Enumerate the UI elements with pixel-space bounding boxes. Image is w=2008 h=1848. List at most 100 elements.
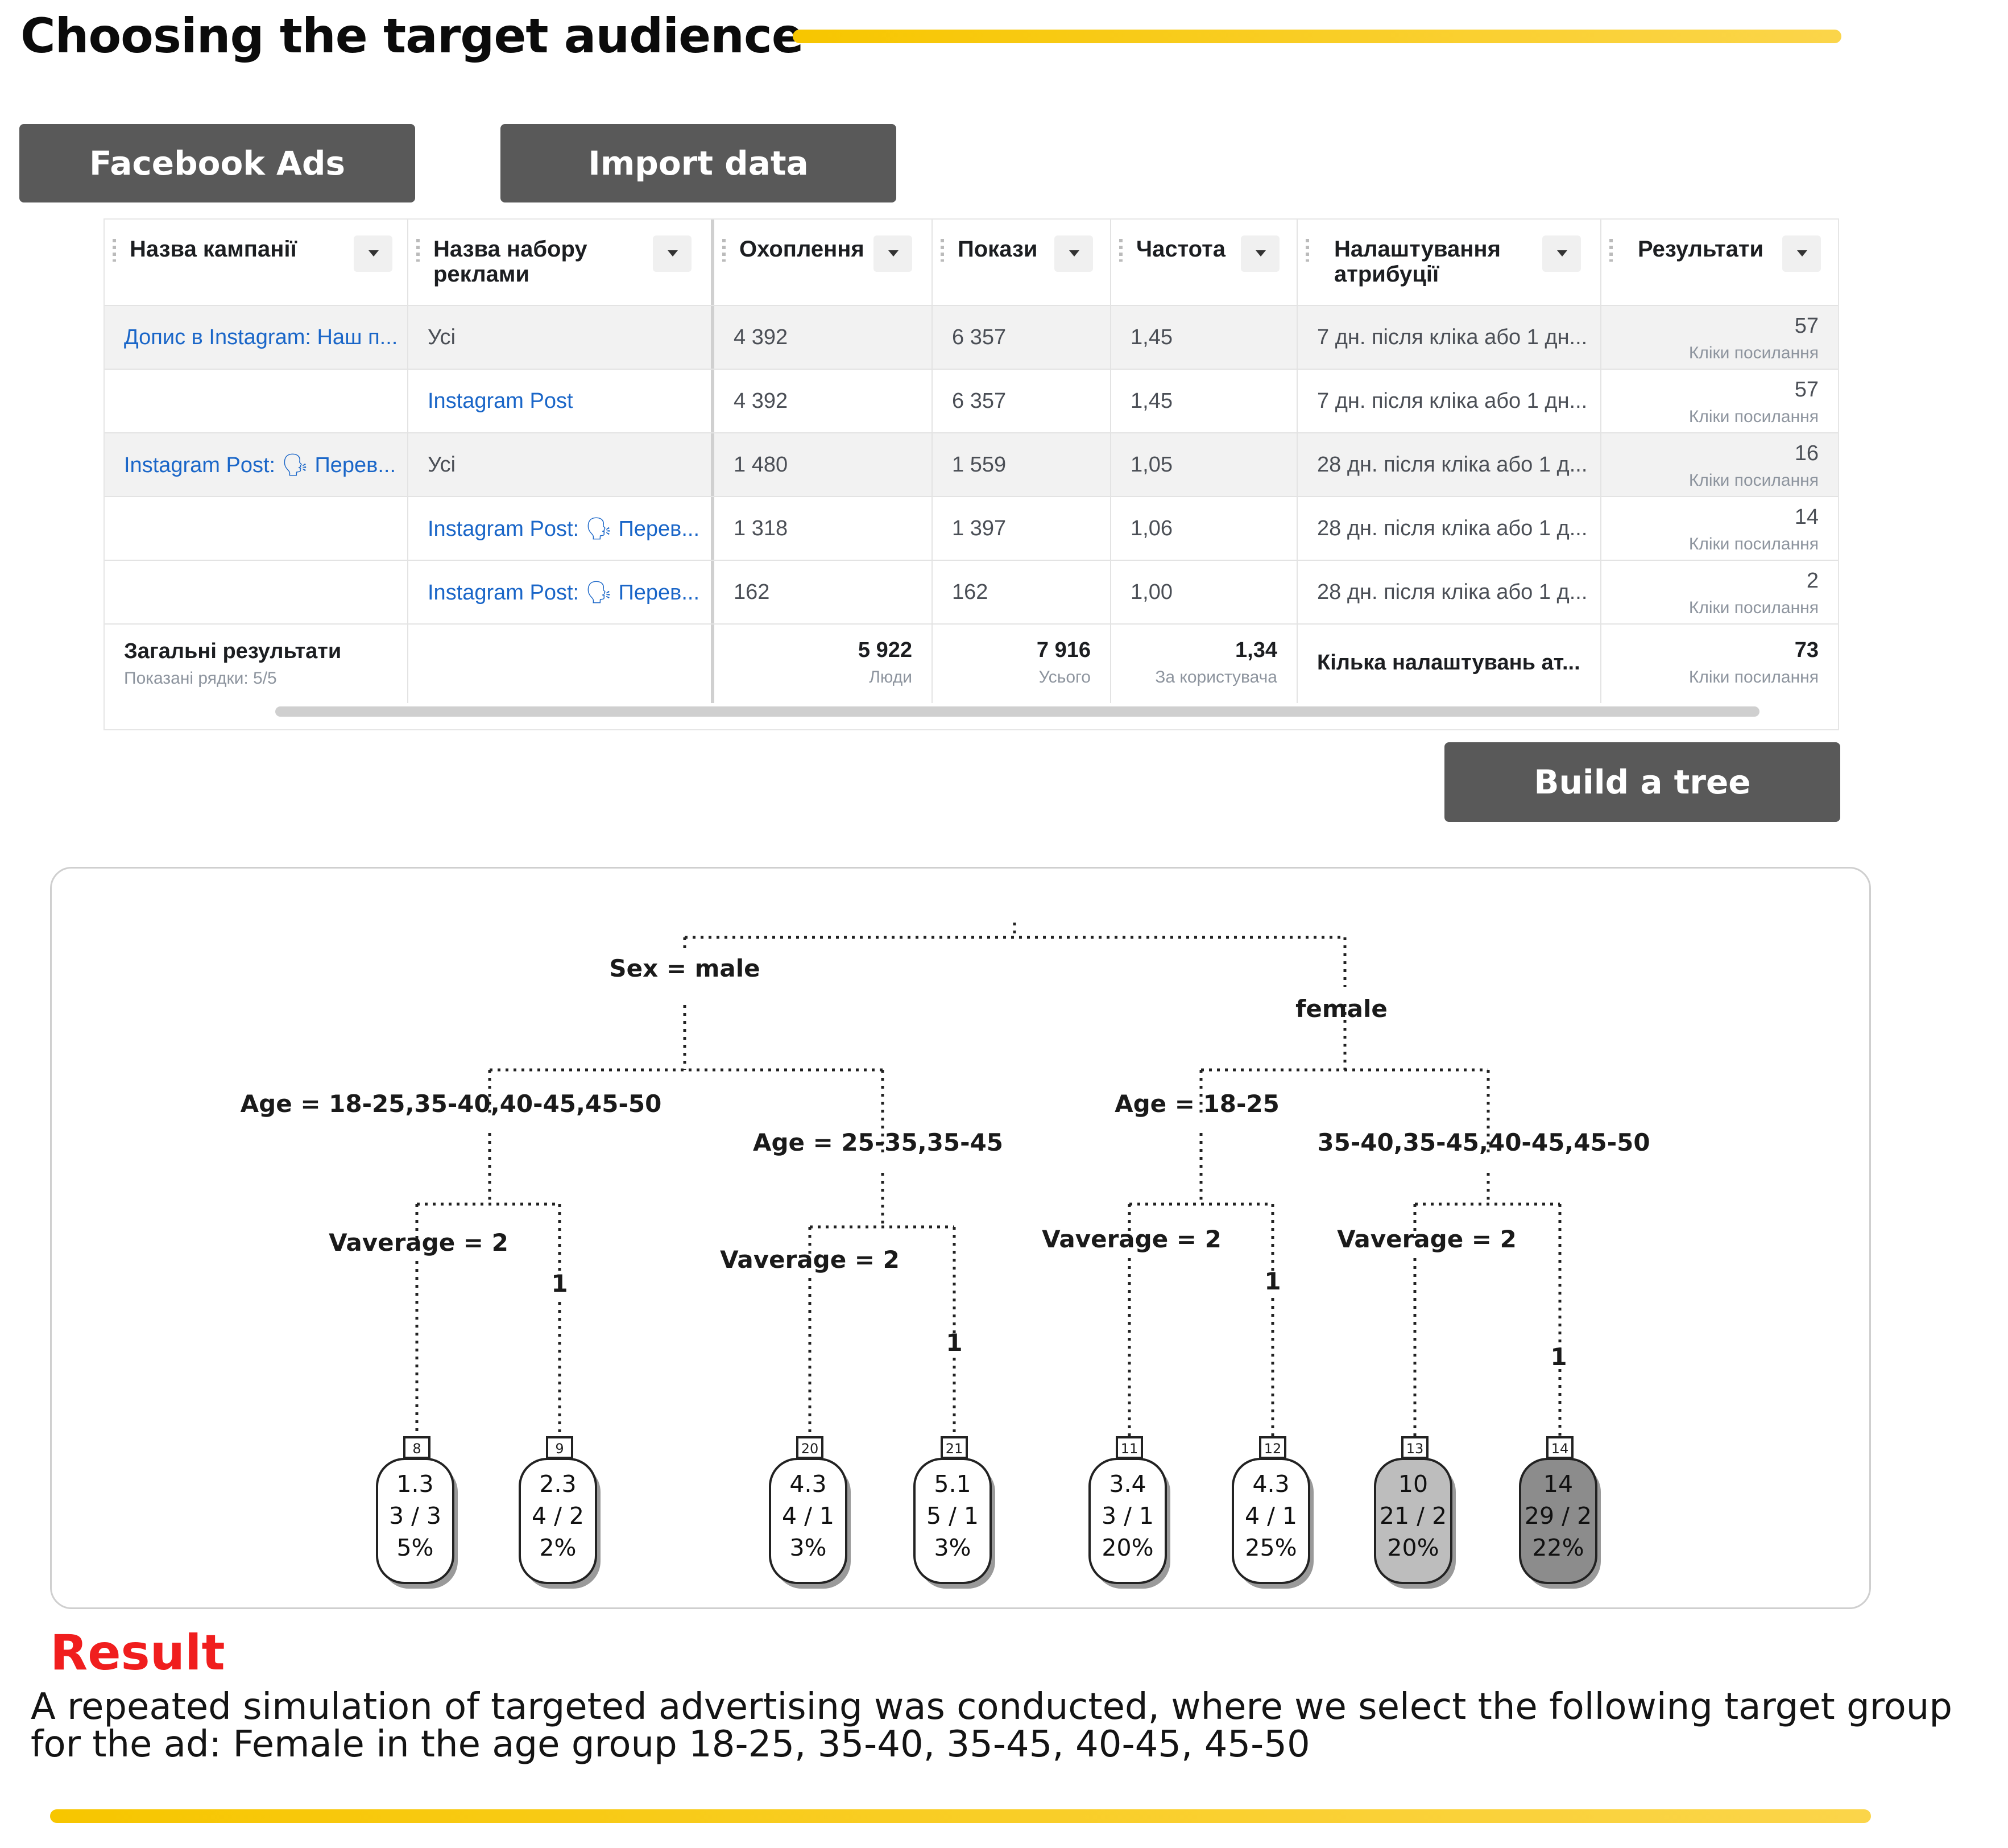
reach-cell: 1 480 <box>734 453 788 477</box>
leaf-id: 11 <box>1121 1441 1138 1457</box>
col-header-label: Назва кампанії <box>130 237 297 262</box>
grip-icon[interactable] <box>1119 239 1123 262</box>
facebook-ads-button[interactable]: Facebook Ads <box>19 124 415 202</box>
table-row[interactable]: Instagram Post: 🗣 Перев... 1 318 1 397 1… <box>105 496 1838 560</box>
branch-one-label: 1 <box>946 1329 962 1357</box>
table-row[interactable]: Instagram Post 4 392 6 357 1,45 7 дн. пі… <box>105 369 1838 432</box>
results-label: Кліки посилання <box>1688 598 1819 617</box>
frequency-cell: 1,45 <box>1131 389 1173 413</box>
totals-reach: 5 922 <box>858 638 912 662</box>
leaf-id: 12 <box>1264 1441 1282 1457</box>
frequency-cell: 1,05 <box>1131 453 1173 477</box>
grip-icon[interactable] <box>941 239 944 262</box>
totals-label: Загальні результати <box>124 639 342 663</box>
attribution-cell: 28 дн. після кліка або 1 д... <box>1317 453 1588 477</box>
leaf-value: 4.3 <box>789 1470 826 1498</box>
dropdown-caret-icon[interactable] <box>873 235 912 272</box>
male-age-split-left-label: Age = 18-25,35-40,40-45,45-50 <box>241 1090 662 1118</box>
totals-row: Загальні результати Показані рядки: 5/5 … <box>105 623 1838 703</box>
reach-cell: 4 392 <box>734 389 788 413</box>
impressions-cell: 6 357 <box>952 389 1007 413</box>
col-header-results[interactable]: Результати <box>1601 220 1838 305</box>
frequency-cell: 1,45 <box>1131 325 1173 349</box>
col-header-label: Охоплення <box>739 237 864 262</box>
leaf-percent: 3% <box>934 1534 971 1561</box>
leaf-body <box>1519 1458 1597 1584</box>
leaf-id: 8 <box>412 1441 421 1457</box>
results-value: 57 <box>1794 314 1819 338</box>
campaign-link[interactable]: Instagram Post: 🗣 Перев... <box>124 453 396 477</box>
adset-link[interactable]: Instagram Post: 🗣 Перев... <box>428 517 700 541</box>
grip-icon[interactable] <box>1306 239 1309 262</box>
leaf-value: 3.4 <box>1109 1470 1146 1498</box>
leaf-value: 1.3 <box>396 1470 433 1498</box>
leaf-body <box>1232 1458 1310 1584</box>
col-header-impressions[interactable]: Покази <box>933 220 1111 305</box>
leaf-body <box>1088 1458 1167 1584</box>
dropdown-caret-icon[interactable] <box>1542 235 1581 272</box>
leaf-id: 21 <box>946 1441 963 1457</box>
attribution-cell: 28 дн. після кліка або 1 д... <box>1317 580 1588 604</box>
grip-icon[interactable] <box>722 239 726 262</box>
dropdown-caret-icon[interactable] <box>1241 235 1280 272</box>
reach-cell: 4 392 <box>734 325 788 349</box>
dropdown-caret-icon[interactable] <box>1782 235 1821 272</box>
leaf-body <box>376 1458 454 1584</box>
result-text: A repeated simulation of targeted advert… <box>31 1686 1952 1766</box>
grip-icon[interactable] <box>1609 239 1613 262</box>
reach-cell: 1 318 <box>734 516 788 540</box>
frequency-cell: 1,06 <box>1131 516 1173 540</box>
attribution-cell: 7 дн. після кліка або 1 дн... <box>1317 325 1588 349</box>
import-data-button[interactable]: Import data <box>500 124 896 202</box>
results-value: 2 <box>1806 569 1819 593</box>
leaf-percent: 3% <box>789 1534 826 1561</box>
col-header-attribution[interactable]: Налаштування атрибуції <box>1298 220 1601 305</box>
vaverage-split-label: Vaverage = 2 <box>1042 1225 1222 1253</box>
results-value: 57 <box>1794 378 1819 402</box>
leaf-percent: 22% <box>1532 1534 1584 1561</box>
adset-link[interactable]: Instagram Post: 🗣 Перев... <box>428 581 700 605</box>
female-age-split-right-label: 35-40,35-45,40-45,45-50 <box>1317 1128 1650 1156</box>
leaf-value: 14 <box>1543 1470 1573 1498</box>
reach-cell: 162 <box>734 580 770 604</box>
totals-results-label: Кліки посилання <box>1688 668 1819 687</box>
totals-frequency: 1,34 <box>1235 638 1277 662</box>
leaf-percent: 20% <box>1102 1534 1153 1561</box>
col-header-frequency[interactable]: Частота <box>1111 220 1298 305</box>
build-tree-button[interactable]: Build a tree <box>1444 742 1840 822</box>
col-header-adset[interactable]: Назва набору реклами <box>408 220 714 305</box>
table-row[interactable]: Instagram Post: 🗣 Перев... Усі 1 480 1 5… <box>105 432 1838 496</box>
col-header-label: Назва набору реклами <box>433 237 587 287</box>
tree-leaf-node: 215.15 / 13% <box>913 1436 995 1589</box>
decision-tree-panel: Sex = male female Age = 18-25,35-40,40-4… <box>50 867 1871 1609</box>
leaf-value: 5.1 <box>934 1470 971 1498</box>
adset-link[interactable]: Instagram Post <box>428 389 573 413</box>
dropdown-caret-icon[interactable] <box>1054 235 1093 272</box>
col-header-label: Налаштування атрибуції <box>1334 237 1501 287</box>
col-header-label: Покази <box>958 237 1038 262</box>
table-row[interactable]: Instagram Post: 🗣 Перев... 162 162 1,00 … <box>105 560 1838 623</box>
grip-icon[interactable] <box>416 239 420 262</box>
footer-accent-line <box>50 1809 1871 1823</box>
grip-icon[interactable] <box>113 239 116 262</box>
impressions-cell: 1 397 <box>952 516 1007 540</box>
leaf-counts: 29 / 2 <box>1525 1502 1592 1529</box>
dropdown-caret-icon[interactable] <box>653 235 692 272</box>
horizontal-scrollbar[interactable] <box>275 706 1759 717</box>
result-title: Result <box>50 1624 225 1681</box>
dropdown-caret-icon[interactable] <box>354 235 392 272</box>
tree-leaf-node: 92.34 / 22% <box>519 1436 601 1589</box>
leaf-percent: 20% <box>1387 1534 1439 1561</box>
tree-edges <box>415 923 1562 1437</box>
attribution-cell: 7 дн. після кліка або 1 дн... <box>1317 389 1588 413</box>
totals-sublabel: Показані рядки: 5/5 <box>124 669 277 688</box>
leaf-counts: 4 / 1 <box>782 1502 834 1529</box>
col-header-reach[interactable]: Охоплення <box>714 220 933 305</box>
tree-leaf-node: 124.34 / 125% <box>1232 1436 1314 1589</box>
leaf-value: 4.3 <box>1252 1470 1289 1498</box>
leaf-id-box <box>1259 1436 1286 1459</box>
table-row[interactable]: Допис в Instagram: Наш п... Усі 4 392 6 … <box>105 305 1838 369</box>
campaign-link[interactable]: Допис в Instagram: Наш п... <box>124 325 398 349</box>
col-header-campaign[interactable]: Назва кампанії <box>105 220 408 305</box>
col-header-label: Результати <box>1638 237 1764 262</box>
